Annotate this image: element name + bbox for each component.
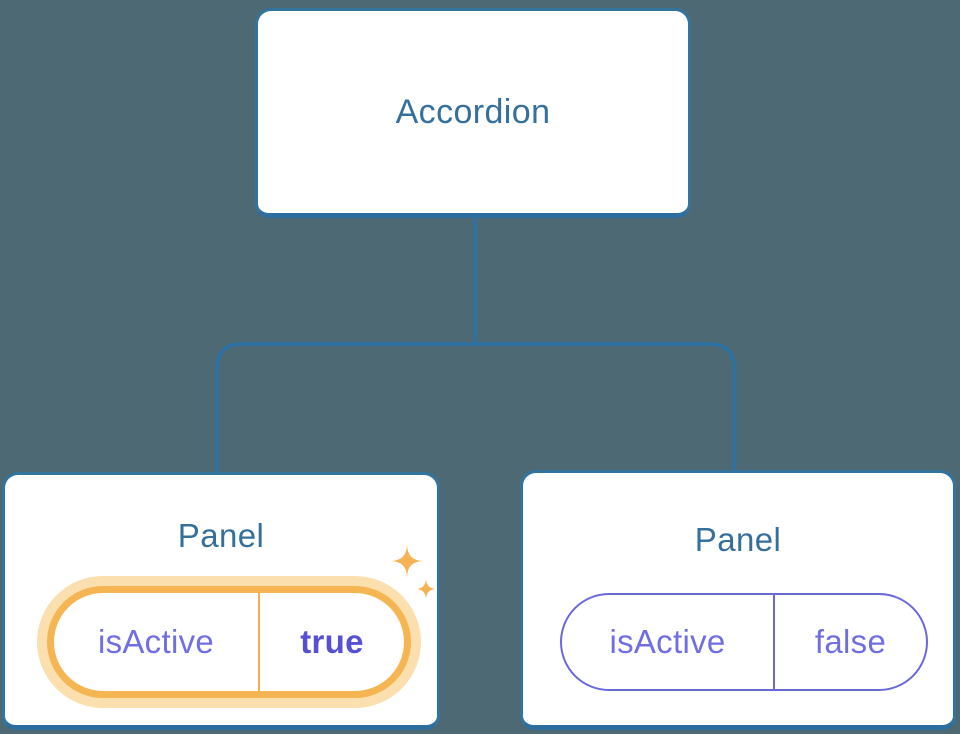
state-key-label: isActive	[609, 623, 726, 660]
state-pill-active: isActive true	[47, 586, 411, 698]
pill-divider	[773, 595, 775, 689]
panel-node-inactive: Panel isActive false	[520, 470, 956, 730]
state-key-label: isActive	[97, 623, 215, 660]
panel-node-active: Panel isActive true	[2, 472, 440, 730]
panel-title: Panel	[694, 521, 782, 558]
state-value-label: true	[300, 623, 364, 660]
accordion-node-label: Accordion	[395, 92, 551, 131]
accordion-node: Accordion	[255, 8, 691, 218]
state-pill-inactive: isActive false	[560, 593, 928, 691]
pill-divider	[258, 593, 260, 691]
sparkles-icon	[390, 544, 437, 600]
panel-title: Panel	[177, 517, 265, 554]
state-value-label: false	[814, 623, 887, 660]
